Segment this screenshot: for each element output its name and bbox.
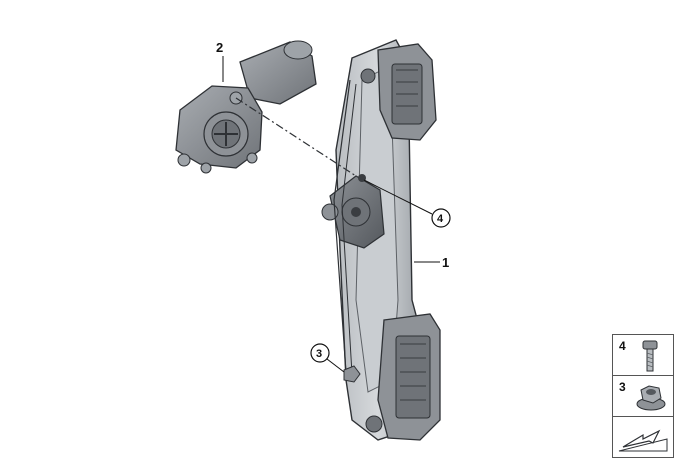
callout-1-label: 1: [442, 255, 449, 270]
bolt-icon: [642, 340, 658, 372]
window-regulator-rail: [321, 39, 441, 441]
legend-row-arrow: [613, 417, 673, 458]
legend-row-bolt-label: 4: [619, 339, 626, 353]
legend-row-nut-label: 3: [619, 380, 626, 394]
legend-row-nut: 3: [613, 376, 673, 417]
callout-3: 3: [310, 343, 345, 373]
nut-icon: [636, 385, 666, 411]
window-lift-motor: [175, 40, 317, 174]
parts-legend: 4 3: [612, 334, 674, 458]
callout-1: 1: [414, 255, 449, 270]
callout-4-label: 4: [437, 213, 444, 225]
assembly-line: [235, 97, 357, 177]
callout-2-label: 2: [216, 40, 223, 55]
callout-2: 2: [216, 40, 224, 82]
callout-3-label: 3: [316, 348, 322, 360]
nut-part: [343, 365, 361, 383]
ramp-arrow-icon: [618, 429, 668, 452]
legend-row-bolt: 4: [613, 335, 673, 376]
callout-4: 4: [363, 179, 451, 228]
